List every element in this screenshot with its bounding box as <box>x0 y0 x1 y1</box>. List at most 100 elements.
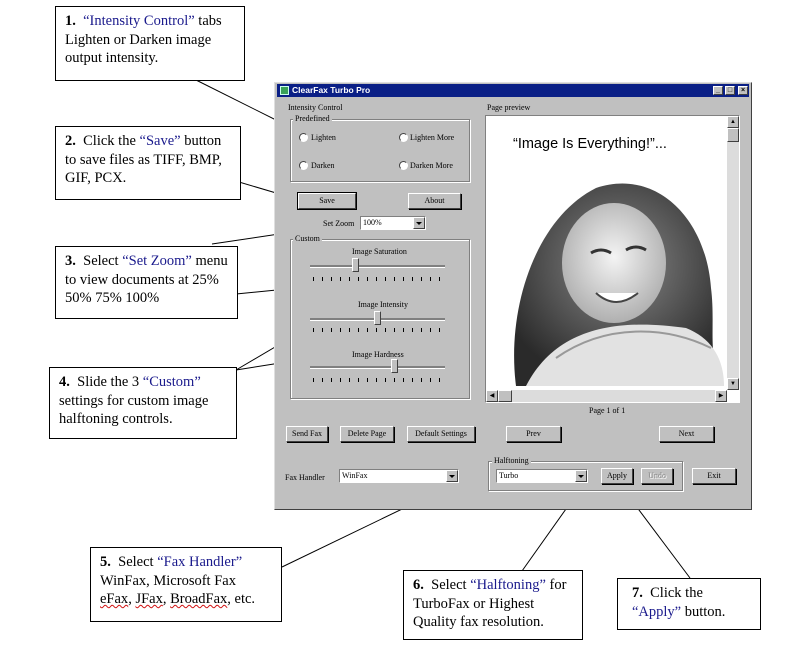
title-bar[interactable]: ClearFax Turbo Pro _ □ × <box>277 84 749 97</box>
callout-text: button. <box>681 603 726 620</box>
image-hardness-thumb[interactable] <box>390 359 398 373</box>
about-button[interactable]: About <box>408 193 461 209</box>
image-intensity-ticks <box>313 328 443 332</box>
fax-handler-value: WinFax <box>342 471 368 480</box>
callout-text: Select <box>83 253 123 269</box>
custom-group <box>290 239 470 399</box>
callout-text: , <box>162 591 171 607</box>
callout-title: “Set Zoom” <box>122 253 192 269</box>
callout-number: 5. <box>100 554 111 570</box>
save-button[interactable]: Save <box>297 192 357 210</box>
callout-text: , etc. <box>227 591 256 607</box>
callout-text: JFax <box>135 591 163 607</box>
prev-button[interactable]: Prev <box>506 426 561 442</box>
fax-handler-select[interactable]: WinFax <box>339 469 459 483</box>
callout-text: , <box>128 591 136 607</box>
callout-text: Click the <box>83 133 140 149</box>
callout-title: “Custom” <box>142 374 201 390</box>
set-zoom-select[interactable]: 100% <box>360 216 426 230</box>
callout-title: “Intensity Control” <box>83 13 195 29</box>
maximize-icon[interactable]: □ <box>725 86 735 95</box>
image-hardness-ticks <box>313 378 443 382</box>
next-button[interactable]: Next <box>659 426 714 442</box>
page-preview-label: Page preview <box>487 103 531 112</box>
apply-button[interactable]: Apply <box>601 468 633 484</box>
scroll-thumb[interactable] <box>727 128 739 142</box>
image-intensity-thumb[interactable] <box>374 311 381 325</box>
image-saturation-thumb[interactable] <box>352 258 360 272</box>
callout-number: 4. <box>59 374 70 390</box>
callout-number: 2. <box>65 133 76 149</box>
callout-text: eFax <box>100 591 129 607</box>
scroll-down-icon[interactable]: ▼ <box>727 378 739 390</box>
callout-apply: 7. Click the “Apply” button. <box>617 578 761 630</box>
app-icon <box>280 86 289 95</box>
preview-horizontal-scrollbar[interactable]: ◀ ▶ <box>486 390 727 402</box>
chevron-down-icon[interactable] <box>575 470 587 482</box>
radio-darken-more-label: Darken More <box>410 161 453 170</box>
delete-page-button[interactable]: Delete Page <box>340 426 394 442</box>
fax-handler-label: Fax Handler <box>285 473 325 482</box>
callout-text: tabs Lighten or Darken image output inte… <box>65 13 222 66</box>
exit-button[interactable]: Exit <box>692 468 736 484</box>
window-title: ClearFax Turbo Pro <box>292 85 371 95</box>
callout-text: WinFax, Microsoft Fax <box>100 572 236 589</box>
custom-label: Custom <box>293 234 322 243</box>
image-hardness-label: Image Hardness <box>352 350 404 359</box>
callout-text: Select <box>431 577 471 593</box>
callout-text: Select <box>118 554 158 570</box>
callout-text: BroadFax <box>170 591 228 607</box>
set-zoom-value: 100% <box>363 218 382 227</box>
chevron-down-icon[interactable] <box>413 217 425 229</box>
preview-vertical-scrollbar[interactable]: ▲ ▼ <box>727 116 739 390</box>
page-preview[interactable]: “Image Is Everything!”... ▲ ▼ ◀ ▶ <box>485 115 740 403</box>
send-fax-button[interactable]: Send Fax <box>286 426 328 442</box>
image-saturation-label: Image Saturation <box>352 247 407 256</box>
chevron-down-icon[interactable] <box>446 470 458 482</box>
callout-title: “Fax Handler” <box>157 554 243 570</box>
predefined-group <box>290 119 470 182</box>
callout-number: 6. <box>413 577 424 593</box>
minimize-icon[interactable]: _ <box>713 86 723 95</box>
image-saturation-ticks <box>313 277 443 281</box>
image-hardness-slider[interactable] <box>310 366 445 369</box>
undo-button: Undo <box>641 468 673 484</box>
callout-custom-sliders: 4. Slide the 3 “Custom” settings for cus… <box>49 367 237 439</box>
callout-text: menu to view documents at 25% 50% 75% 10… <box>65 253 228 306</box>
callout-title: “Halftoning” <box>470 577 546 593</box>
scroll-thumb[interactable] <box>498 390 512 402</box>
page-indicator: Page 1 of 1 <box>589 406 626 415</box>
scroll-left-icon[interactable]: ◀ <box>486 390 498 402</box>
halftoning-value: Turbo <box>499 471 519 480</box>
callout-save: 2. Click the “Save” button to save files… <box>55 126 241 200</box>
callout-number: 7. <box>632 585 643 601</box>
callout-text: for TurboFax or Highest Quality fax reso… <box>413 577 567 630</box>
halftoning-select[interactable]: Turbo <box>496 469 588 483</box>
callout-title: “Apply” <box>632 603 682 620</box>
callout-text: settings for custom image halftoning con… <box>59 392 209 428</box>
callout-halftoning: 6. Select “Halftoning” for TurboFax or H… <box>403 570 583 640</box>
radio-darken-label: Darken <box>311 161 335 170</box>
callout-text: Slide the 3 <box>77 374 143 390</box>
halftoning-label: Halftoning <box>492 456 531 465</box>
callout-set-zoom: 3. Select “Set Zoom” menu to view docume… <box>55 246 238 319</box>
predefined-label: Predefined <box>293 114 332 123</box>
set-zoom-label: Set Zoom <box>323 219 355 228</box>
radio-darken-more[interactable] <box>399 161 408 170</box>
intensity-control-label: Intensity Control <box>288 103 343 112</box>
scroll-up-icon[interactable]: ▲ <box>727 116 739 128</box>
radio-lighten-more[interactable] <box>399 133 408 142</box>
close-icon[interactable]: × <box>738 86 748 95</box>
default-settings-button[interactable]: Default Settings <box>407 426 475 442</box>
scroll-right-icon[interactable]: ▶ <box>715 390 727 402</box>
callout-intensity-control: 1. “Intensity Control” tabs Lighten or D… <box>55 6 245 81</box>
callout-number: 1. <box>65 13 76 29</box>
preview-heading: “Image Is Everything!”... <box>513 136 667 152</box>
radio-darken[interactable] <box>299 161 308 170</box>
radio-lighten-more-label: Lighten More <box>410 133 455 142</box>
radio-lighten[interactable] <box>299 133 308 142</box>
callout-text: Click the <box>650 585 703 601</box>
radio-lighten-label: Lighten <box>311 133 336 142</box>
callout-fax-handler: 5. Select “Fax Handler” WinFax, Microsof… <box>90 547 282 622</box>
image-saturation-slider[interactable] <box>310 265 445 268</box>
